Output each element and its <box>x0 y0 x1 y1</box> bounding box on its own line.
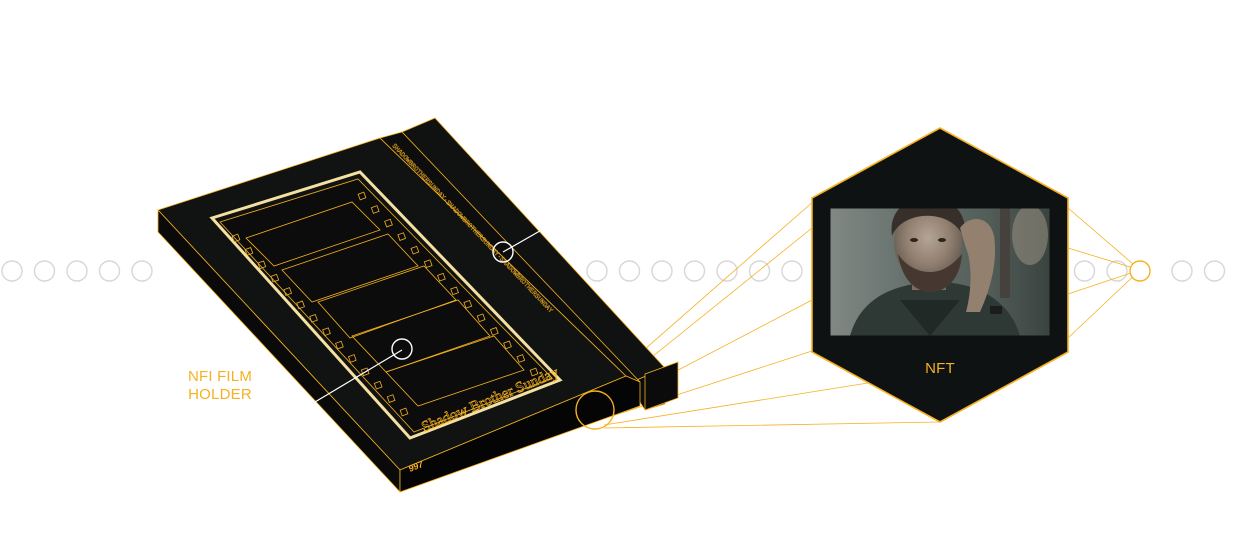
sprocket-hole <box>309 313 318 323</box>
sprocket-hole <box>529 367 539 377</box>
timeline-dot-icon <box>683 260 706 282</box>
sprocket-hole <box>410 245 420 255</box>
sprocket-hole <box>373 380 383 390</box>
holder-label-line1: NFI FILM <box>187 368 253 385</box>
timeline-dot-icon <box>98 260 121 282</box>
sprocket-hole <box>296 300 305 310</box>
timeline-dot-icon <box>618 260 641 282</box>
sprocket-hole <box>397 232 407 241</box>
film-holder: SHADOWBROTHERSUNDAY·SHADOWBROTHERSUNDAY·… <box>157 117 679 494</box>
hotspot-circle-icon[interactable] <box>391 338 413 360</box>
holder-rail-end <box>644 361 679 411</box>
film-frame <box>245 201 381 267</box>
sprocket-hole <box>503 340 512 350</box>
sprocket-hole <box>450 286 459 296</box>
nft-label: NFT <box>925 360 955 377</box>
connector-lines-right <box>1067 207 1141 339</box>
timeline-dot-icon <box>781 260 803 282</box>
hotspot-circle-icon[interactable] <box>492 241 514 263</box>
sprocket-hole <box>463 299 473 309</box>
sprocket-hole <box>386 394 396 403</box>
timeline-dot-icon <box>131 260 153 282</box>
film-window <box>219 178 553 433</box>
timeline-dot-icon <box>586 260 608 282</box>
sprocket-hole <box>516 354 526 363</box>
timeline-dot-icon <box>66 260 88 282</box>
film-window-glow <box>209 170 563 440</box>
timeline-dots <box>1 260 1226 282</box>
sprocket-hole <box>476 313 486 323</box>
timeline-dot-icon <box>748 260 771 282</box>
timeline-dot-icon <box>33 260 56 282</box>
sprocket-hole <box>270 273 280 283</box>
sprocket-hole <box>335 340 344 350</box>
sprocket-hole <box>399 407 409 417</box>
timeline-dot-icon <box>716 260 738 282</box>
sprocket-hole <box>244 247 254 256</box>
timeline-dot-icon <box>1073 260 1096 282</box>
hotspot-circle-icon[interactable] <box>575 390 615 430</box>
holder-label: NFI FILM HOLDER <box>175 368 265 404</box>
sprocket-hole <box>322 327 331 337</box>
hotspot-leader-line <box>502 227 546 253</box>
holder-label-line2: HOLDER <box>188 386 252 403</box>
sprocket-hole <box>257 260 267 270</box>
film-frame <box>281 233 419 303</box>
hotspot-circle-icon[interactable] <box>1129 260 1151 282</box>
film-frames <box>245 201 525 407</box>
portrait-frame <box>829 207 1051 337</box>
sprocket-hole <box>423 259 433 269</box>
timeline-dot-icon <box>651 260 673 282</box>
sprocket-hole <box>357 191 367 201</box>
film-sprocket-holes <box>231 191 539 417</box>
sprocket-hole <box>489 327 499 336</box>
sprocket-hole <box>437 272 446 282</box>
timeline-dot-icon <box>1106 260 1128 282</box>
sprocket-hole <box>384 218 393 228</box>
film-frame <box>317 265 457 339</box>
timeline-dot-icon <box>1171 260 1193 282</box>
timeline-dot-icon <box>1203 260 1226 282</box>
hotspot-leader-line <box>314 349 403 403</box>
sprocket-hole <box>370 205 380 214</box>
timeline-dot-icon <box>1 260 23 282</box>
sprocket-hole <box>231 233 241 243</box>
sprocket-hole <box>347 354 357 363</box>
film-frame <box>351 299 491 373</box>
sprocket-hole <box>283 287 293 296</box>
portrait-image <box>830 208 1050 336</box>
film-frame <box>385 335 525 407</box>
nft-card <box>811 127 1069 423</box>
